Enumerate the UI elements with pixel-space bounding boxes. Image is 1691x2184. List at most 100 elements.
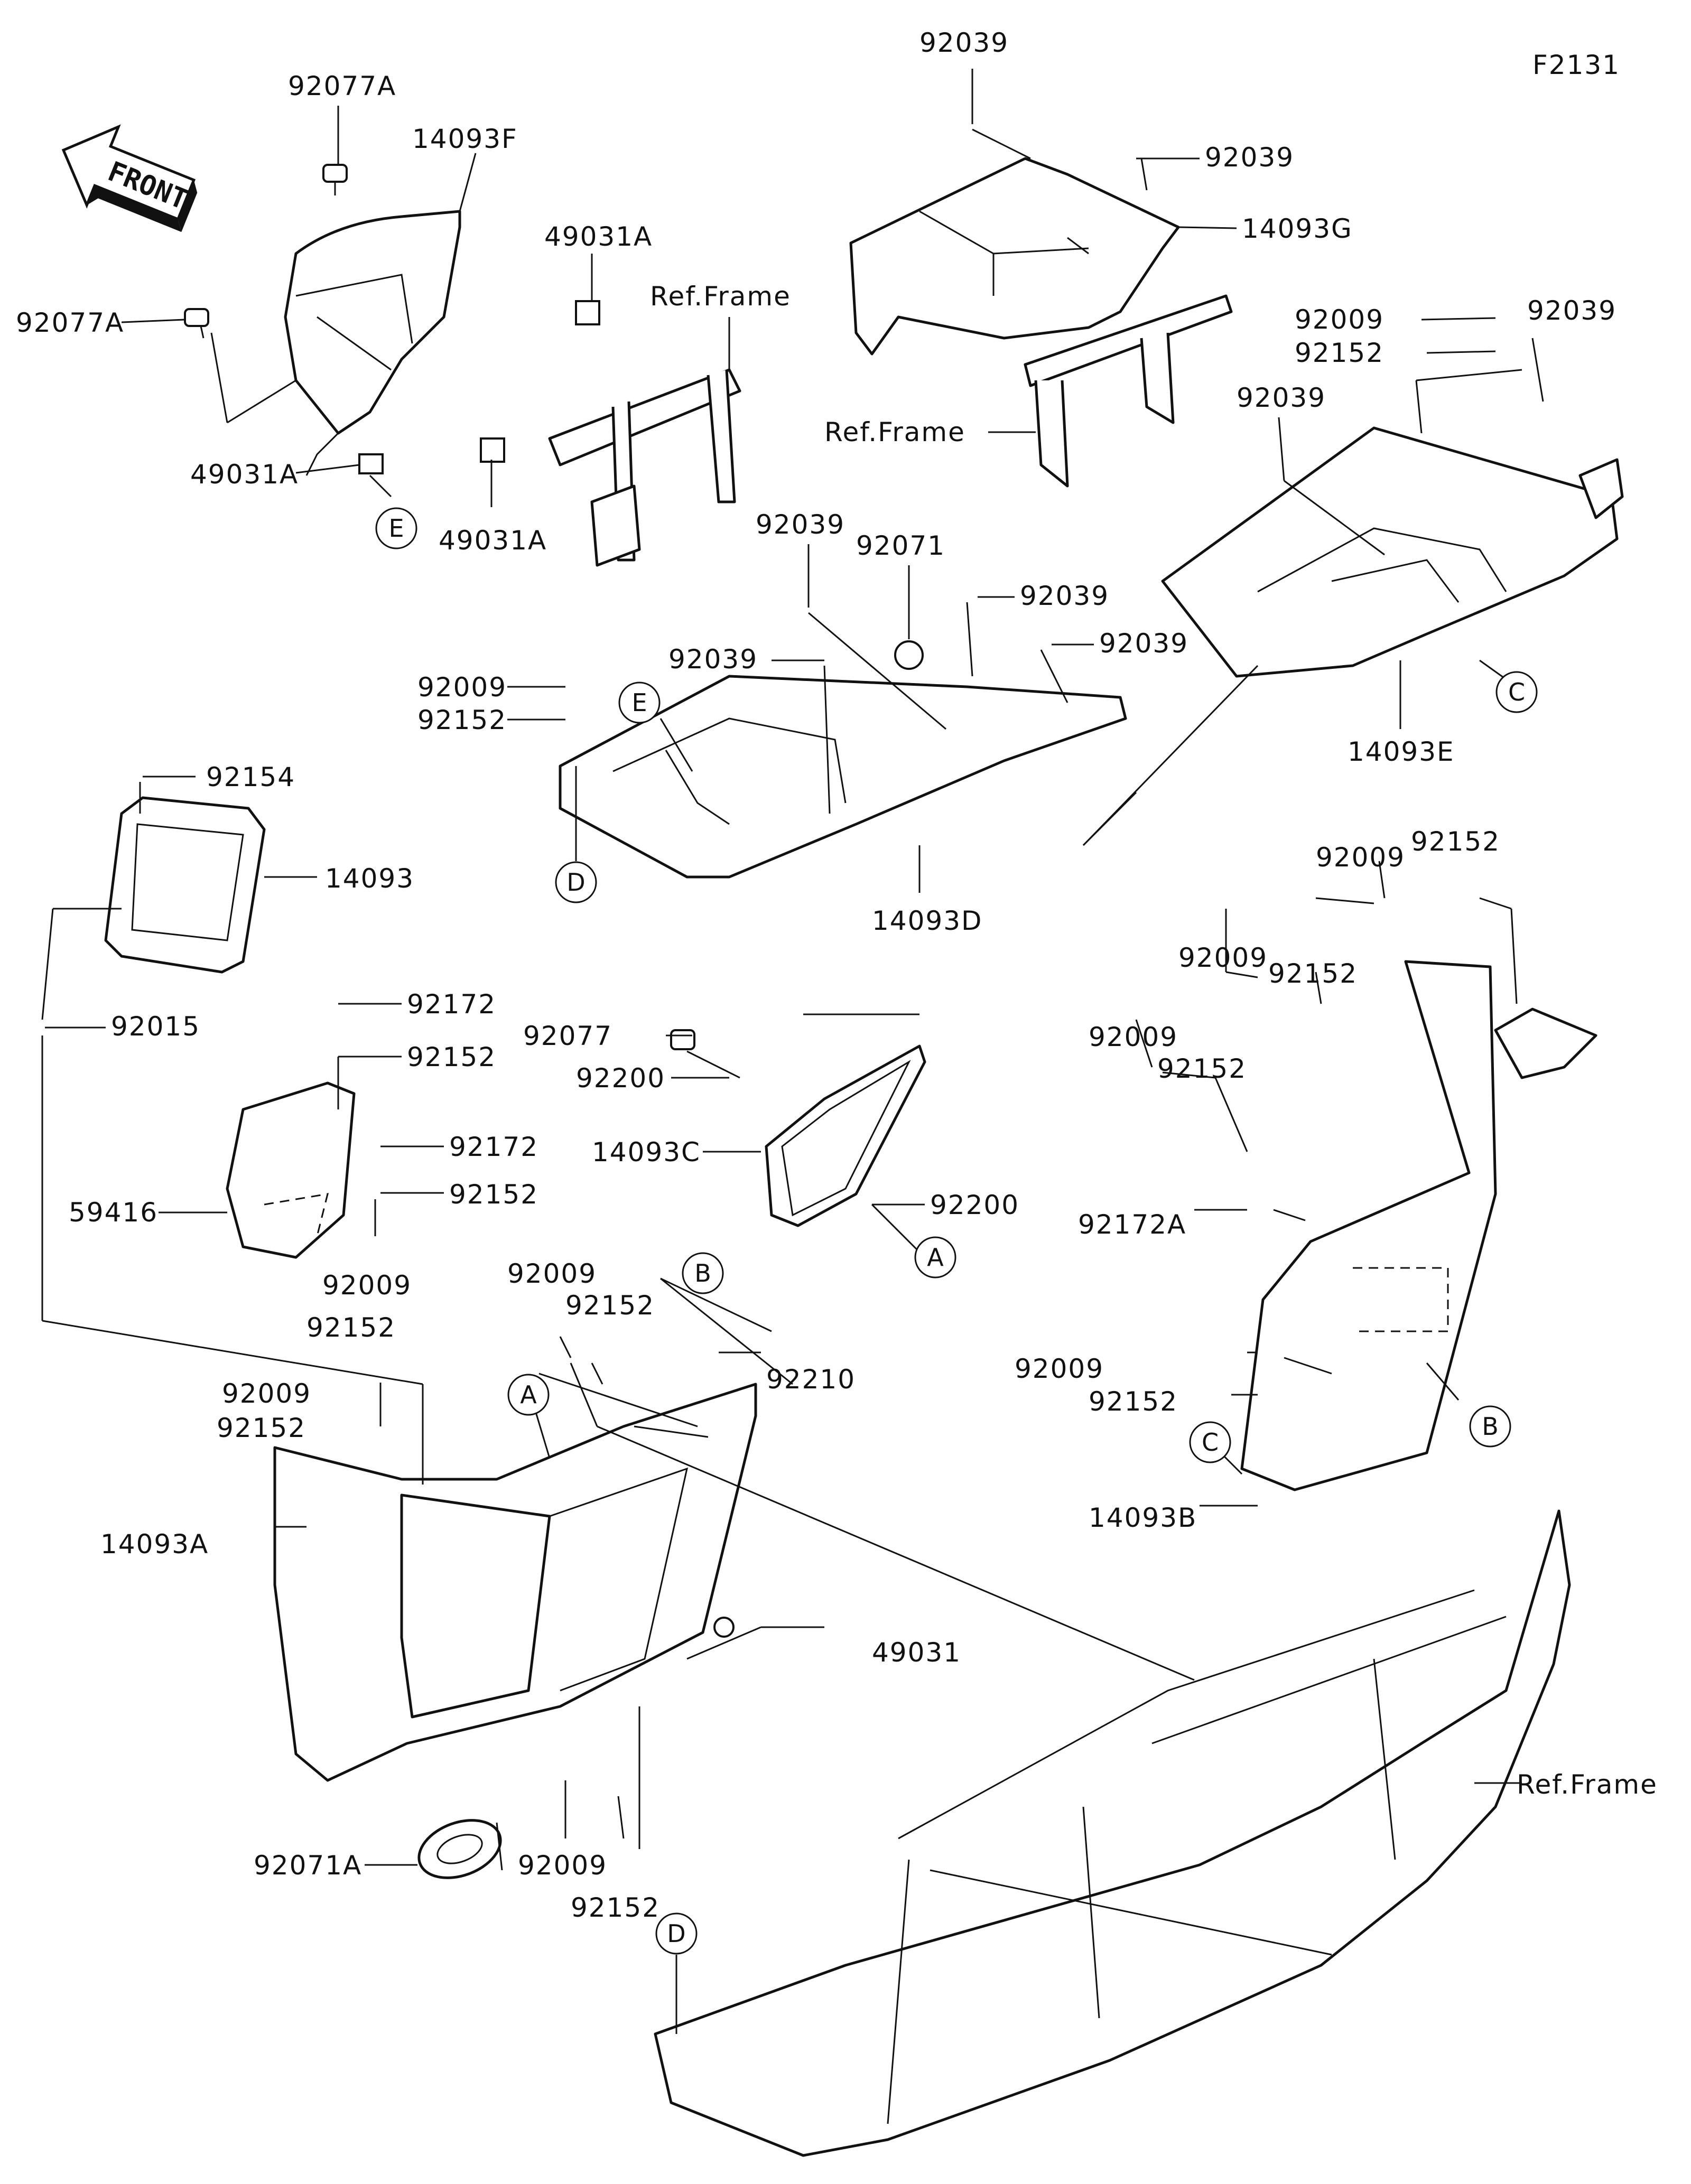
label-92009: 92009: [1089, 1022, 1178, 1052]
svg-text:E: E: [388, 514, 404, 543]
callout-B-right: B: [1469, 1405, 1511, 1448]
label-92210: 92210: [766, 1364, 856, 1395]
label-14093C: 14093C: [592, 1137, 701, 1168]
side-panel-14093B: [1240, 960, 1597, 1491]
label-92009: 92009: [507, 1258, 597, 1289]
part-labels: 92039 92077A 14093F 92039 14093G 49031A …: [16, 27, 1658, 1923]
label-92039: 92039: [1099, 628, 1188, 659]
callout-D-bot: D: [655, 1912, 698, 1955]
ref-frame-bracket-1: [548, 368, 741, 567]
label-59416: 59416: [69, 1197, 158, 1228]
label-92172A: 92172A: [1078, 1209, 1186, 1240]
floor-panel-14093E: [1161, 426, 1624, 678]
label-92009: 92009: [322, 1270, 412, 1301]
label-14093D: 14093D: [872, 906, 983, 936]
label-92152: 92152: [417, 705, 507, 735]
diagram-code: F2131: [1532, 50, 1620, 80]
battery-box-59416: [226, 1081, 356, 1259]
callout-D-mid: D: [555, 861, 597, 903]
label-92200: 92200: [576, 1063, 665, 1094]
svg-text:A: A: [520, 1380, 537, 1409]
svg-text:D: D: [667, 1919, 685, 1948]
front-arrow-icon: FRONT: [61, 124, 198, 232]
label-92077: 92077: [523, 1021, 612, 1051]
callout-B-top: B: [682, 1252, 724, 1294]
label-92009: 92009: [417, 672, 507, 703]
main-frame: [654, 1509, 1571, 2157]
label-92152: 92152: [1411, 826, 1500, 857]
leader-lines: [41, 69, 1544, 2034]
label-92152: 92152: [1268, 958, 1358, 989]
label-ref-frame: Ref.Frame: [824, 417, 965, 447]
cover-14093G: [849, 157, 1180, 356]
panel-14093C: [670, 1029, 926, 1227]
clip-49031A-c: [358, 453, 384, 474]
svg-text:E: E: [631, 688, 647, 717]
grommet-92071A: [417, 1819, 502, 1879]
label-14093: 14093: [325, 863, 414, 894]
label-49031: 49031: [872, 1637, 961, 1668]
label-92009: 92009: [1295, 304, 1384, 335]
side-panel-14093A: [273, 1383, 757, 1782]
label-92200: 92200: [930, 1190, 1019, 1220]
label-14093F: 14093F: [412, 124, 518, 154]
label-92009: 92009: [518, 1850, 607, 1881]
label-92071: 92071: [856, 530, 945, 561]
label-14093E: 14093E: [1348, 736, 1455, 767]
fastener-92077A-left: [184, 308, 209, 339]
label-92039: 92039: [1527, 295, 1616, 326]
label-92039: 92039: [1205, 142, 1294, 173]
label-92152: 92152: [1295, 338, 1384, 368]
callout-A-left: A: [507, 1374, 550, 1416]
label-14093B: 14093B: [1089, 1502, 1197, 1533]
label-92172: 92172: [407, 989, 496, 1020]
label-92039: 92039: [756, 509, 845, 540]
label-14093A: 14093A: [100, 1529, 209, 1560]
svg-text:A: A: [927, 1243, 944, 1272]
label-92152: 92152: [571, 1892, 660, 1923]
label-92009: 92009: [1178, 942, 1268, 973]
label-49031A: 49031A: [439, 525, 547, 556]
label-92172: 92172: [449, 1132, 538, 1162]
air-box-14093: [104, 796, 266, 974]
label-92039: 92039: [668, 644, 758, 675]
label-92071A: 92071A: [254, 1850, 362, 1881]
svg-text:C: C: [1508, 678, 1525, 706]
fastener-92077: [670, 1029, 695, 1050]
label-49031A: 49031A: [544, 221, 653, 252]
label-92039: 92039: [919, 27, 1009, 58]
floor-panel-14093D: [559, 640, 1127, 879]
label-92152: 92152: [1089, 1386, 1178, 1417]
label-92039: 92039: [1237, 382, 1326, 413]
clip-49031A-b: [480, 437, 505, 463]
label-92152: 92152: [306, 1312, 396, 1343]
label-92152: 92152: [449, 1179, 538, 1210]
label-92152: 92152: [407, 1042, 496, 1072]
label-92015: 92015: [111, 1011, 200, 1042]
label-14093G: 14093G: [1242, 213, 1353, 244]
label-ref-frame: Ref.Frame: [650, 281, 791, 312]
label-92039: 92039: [1020, 581, 1109, 611]
svg-text:B: B: [1482, 1412, 1499, 1441]
callout-E-mid: E: [618, 682, 661, 724]
label-49031A: 49031A: [190, 459, 299, 490]
label-92009: 92009: [222, 1378, 311, 1409]
fender-liner-14093F: [284, 210, 461, 476]
callout-A-right: A: [914, 1236, 956, 1278]
svg-text:C: C: [1202, 1428, 1219, 1457]
label-92077A: 92077A: [16, 307, 124, 338]
label-92154: 92154: [206, 762, 295, 792]
callout-C-top: C: [1495, 671, 1538, 713]
fastener-92077A-top: [322, 164, 348, 195]
label-92152: 92152: [565, 1290, 655, 1321]
svg-text:B: B: [694, 1259, 711, 1287]
label-92009: 92009: [1015, 1354, 1104, 1384]
label-92152: 92152: [217, 1413, 306, 1443]
label-92077A: 92077A: [288, 71, 396, 101]
callout-E-top: E: [375, 507, 417, 549]
label-92152: 92152: [1157, 1053, 1247, 1084]
label-ref-frame: Ref.Frame: [1517, 1769, 1658, 1800]
callout-C-bot: C: [1189, 1421, 1231, 1463]
svg-text:D: D: [566, 868, 585, 897]
